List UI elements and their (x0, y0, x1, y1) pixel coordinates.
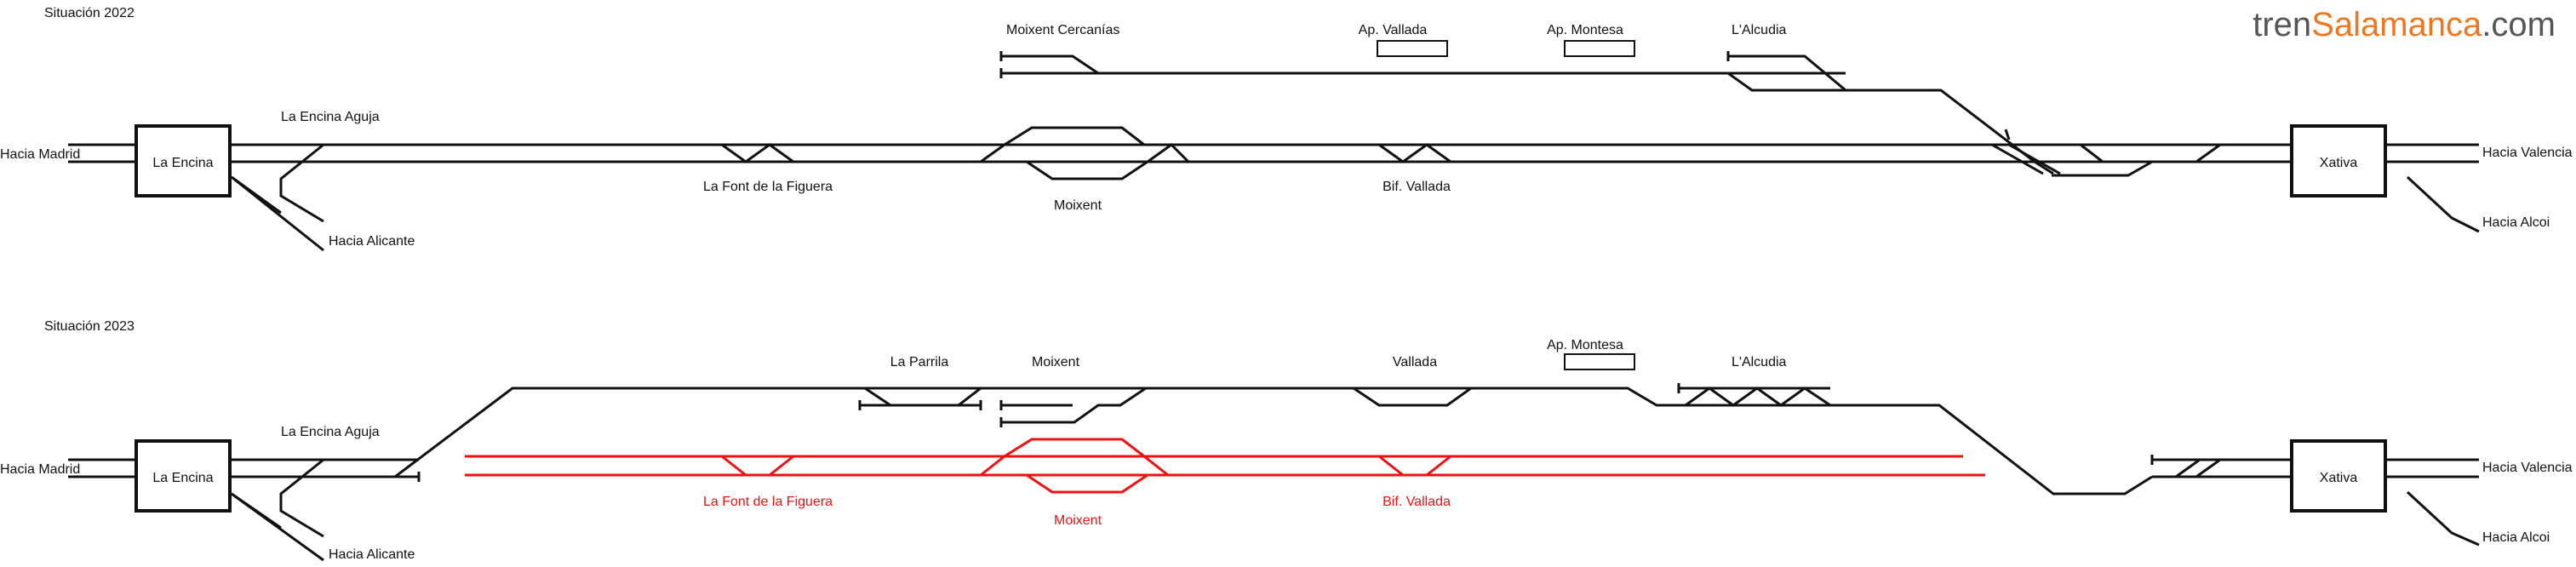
single-track-2023 (394, 387, 2153, 495)
diagram-2022: Situación 2022 (0, 6, 2573, 252)
label-hacia-madrid-2022: Hacia Madrid (0, 147, 80, 162)
label-hacia-valencia-2023: Hacia Valencia (2482, 461, 2573, 475)
encina-aguja-crossover-2022 (279, 143, 324, 223)
label-xativa-2023: Xativa (2320, 471, 2358, 485)
label-moixent-red-2023: Moixent (1054, 513, 1102, 528)
label-hacia-alcoi-2023: Hacia Alcoi (2482, 530, 2550, 545)
station-la-encina-2023 (135, 439, 232, 513)
label-ap-montesa-2022: Ap. Montesa (1547, 23, 1623, 37)
logo-prefix: tren (2253, 6, 2311, 43)
encina-aguja-crossover-2023 (279, 458, 324, 538)
alicante-branch-2-2022 (231, 175, 282, 215)
title-2023: Situación 2023 (44, 319, 135, 334)
label-la-font-2023: La Font de la Figuera (703, 495, 833, 509)
logo-highlight: Salamanca (2311, 6, 2482, 43)
label-hacia-madrid-2023: Hacia Madrid (0, 462, 80, 477)
xativa-crossover-2-2022 (2195, 143, 2221, 163)
ap-vallada-platform-2022 (1377, 40, 1448, 57)
alcoi-branch-2023 (2406, 490, 2480, 547)
label-moixent-cercanias-2022: Moixent Cercanías (1006, 23, 1119, 37)
xativa-crossover-2-2023 (2195, 458, 2221, 478)
label-xativa-2022: Xativa (2320, 156, 2358, 170)
label-hacia-valencia-2022: Hacia Valencia (2482, 146, 2573, 160)
buffer-4-2022 (2004, 129, 2011, 140)
alcoi-branch-2022 (2406, 175, 2480, 233)
label-bif-vallada-2023: Bif. Vallada (1382, 495, 1451, 509)
alcudia-to-xativa-2022 (1846, 89, 2054, 175)
label-hacia-alcoi-2022: Hacia Alcoi (2482, 215, 2550, 230)
moixent-loop-bottom-2022 (1026, 143, 1190, 180)
label-la-encina-2023: La Encina (152, 471, 213, 485)
station-la-encina-2022 (135, 124, 232, 198)
moixent-spur-2-2023 (1001, 387, 1147, 424)
label-encina-aguja-2023: La Encina Aguja (281, 425, 380, 439)
label-la-encina-2022: La Encina (152, 156, 213, 170)
red-moixent-top-loop-2023 (980, 438, 1188, 477)
red-moixent-bottom-loop-2023 (1026, 473, 1148, 494)
alcudia-loop-2022 (1727, 72, 1846, 92)
label-bif-vallada-2022: Bif. Vallada (1382, 180, 1451, 194)
alicante-branch-2-2023 (231, 492, 282, 530)
label-ap-montesa-2023: Ap. Montesa (1547, 338, 1623, 352)
site-logo: trenSalamanca.com (2253, 6, 2556, 43)
bif-vallada-crossovers-2022 (1378, 143, 1451, 163)
xativa-crossover-1-2022 (2080, 143, 2104, 163)
label-la-font-2022: La Font de la Figuera (703, 180, 833, 194)
la-parrila-loop-2023 (864, 387, 982, 407)
station-xativa-2023 (2290, 439, 2387, 513)
label-la-parrila-2023: La Parrila (890, 355, 949, 369)
label-lalcudia-2022: L'Alcudia (1732, 23, 1787, 37)
la-font-crossovers-2022 (721, 143, 794, 163)
label-ap-vallada-2022: Ap. Vallada (1359, 23, 1428, 37)
label-moixent-2022: Moixent (1054, 198, 1102, 213)
logo-suffix: .com (2482, 6, 2556, 43)
diagram-2023: Situación 2023 (0, 319, 2573, 562)
label-hacia-alicante-2023: Hacia Alicante (329, 547, 415, 562)
moixent-loop-top-2022 (980, 126, 1145, 163)
vallada-loop-2023 (1353, 387, 1472, 407)
label-lalcudia-2023: L'Alcudia (1732, 355, 1787, 369)
cercanias-spur-1-2022 (1001, 54, 1099, 75)
alcudia-spur-2022 (1728, 54, 1846, 92)
xativa-crossover-1-2023 (2175, 458, 2201, 478)
junction-link-a-2022 (1991, 143, 2044, 175)
label-moixent-top-2023: Moixent (1032, 355, 1080, 369)
label-vallada-2023: Vallada (1393, 355, 1437, 369)
label-hacia-alicante-2022: Hacia Alicante (329, 234, 415, 249)
ap-montesa-platform-2023 (1564, 353, 1635, 370)
ap-montesa-platform-2022 (1564, 40, 1635, 57)
label-encina-aguja-2022: La Encina Aguja (281, 110, 380, 124)
red-bif-vallada-crossovers-2023 (1378, 455, 1451, 477)
junction-link-b-2022 (2008, 143, 2061, 175)
title-2022: Situación 2022 (44, 6, 135, 20)
red-la-font-crossovers-2023 (721, 455, 794, 477)
station-xativa-2022 (2290, 124, 2387, 198)
xativa-loop-2022 (2052, 160, 2153, 177)
alcudia-crossovers-2023 (1685, 387, 1831, 407)
